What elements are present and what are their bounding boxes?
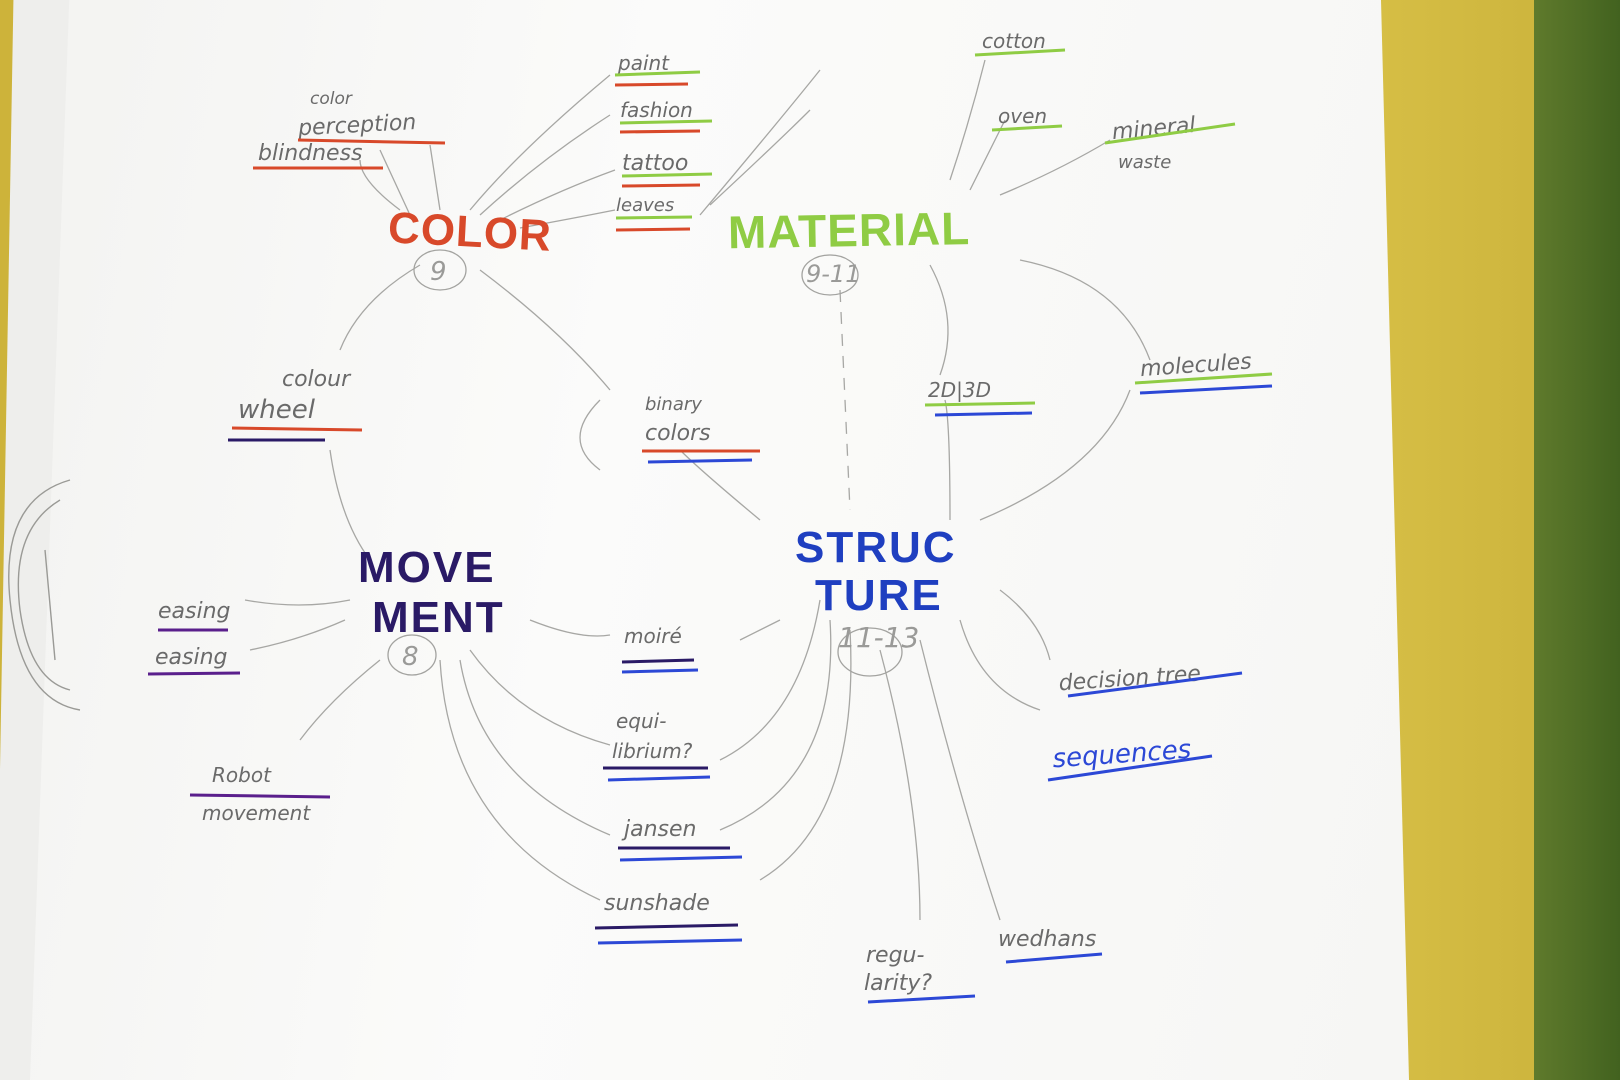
hub-material-number: 9-11: [806, 260, 860, 288]
node-fashion: fashion: [619, 98, 713, 134]
node-sunshade-text: sunshade: [604, 891, 710, 916]
node-2d-3d-text: 2D|3D: [928, 378, 991, 402]
node-wedhans: wedhans: [998, 927, 1103, 964]
node-paint: paint: [614, 51, 701, 87]
pencil-connectors: [244, 59, 1151, 921]
node-binary-colors-l1: binary: [645, 394, 702, 415]
node-easing-1-text: easing: [158, 599, 231, 624]
hub-color-number: 9: [430, 257, 447, 287]
node-color-wheel-l1: colour: [282, 367, 352, 392]
node-binary-colors-l2: colors: [645, 421, 711, 446]
node-moire-text: moiré: [624, 624, 682, 648]
node-color-perception-l2: perception: [296, 110, 416, 141]
node-oven-text: oven: [998, 104, 1047, 128]
node-regularity-l1: regu-: [866, 943, 924, 968]
node-robot-movement: Robot movement: [189, 763, 331, 825]
node-equilibrium: equi- librium?: [603, 709, 711, 782]
node-binary-colors: binary colors: [642, 394, 760, 464]
node-equilibrium-l1: equi-: [616, 709, 666, 733]
node-wedhans-text: wedhans: [998, 927, 1096, 952]
node-decision-tree: decision tree: [1058, 661, 1243, 698]
hub-structure-title-1: STRUC: [795, 523, 957, 572]
node-leaves: leaves: [615, 195, 693, 232]
green-mat: [1534, 0, 1620, 1080]
node-mineral-waste: mineral waste: [1104, 113, 1236, 173]
hub-movement: MOVE MENT 8: [358, 543, 505, 672]
hub-number-circles: [387, 249, 903, 677]
node-easing-2-text: easing: [155, 645, 228, 670]
node-color-perception: color perception: [296, 89, 446, 145]
node-mineral-waste-l2: waste: [1118, 152, 1171, 173]
node-sequences: sequences: [1047, 735, 1213, 782]
node-color-perception-l1: color: [310, 89, 353, 109]
node-color-wheel: colour wheel: [228, 367, 363, 442]
hub-movement-number: 8: [402, 642, 419, 672]
node-robot-movement-l1: Robot: [212, 763, 272, 787]
node-tattoo: tattoo: [621, 151, 713, 188]
left-sheet-sketch: [8, 479, 81, 711]
node-blindness-text: blindness: [258, 141, 363, 166]
node-cotton-text: cotton: [982, 29, 1046, 53]
hub-structure-title-2: TURE: [815, 571, 943, 620]
node-equilibrium-l2: librium?: [612, 739, 693, 763]
node-oven: oven: [991, 104, 1063, 132]
hub-structure: STRUC TURE 11-13: [795, 523, 957, 654]
node-fashion-text: fashion: [620, 98, 693, 122]
node-sunshade: sunshade: [594, 891, 743, 945]
node-molecules: molecules: [1134, 349, 1273, 395]
node-decision-tree-text: decision tree: [1058, 661, 1202, 696]
node-paint-text: paint: [617, 51, 670, 75]
hub-movement-title-1: MOVE: [358, 543, 496, 592]
node-easing-2: easing: [147, 645, 241, 676]
node-2d-3d: 2D|3D: [924, 378, 1036, 417]
node-jansen: jansen: [618, 817, 743, 862]
hub-material: MATERIAL 9-11: [728, 202, 971, 288]
node-blindness: blindness: [253, 141, 383, 170]
paper-sheet: [30, 0, 1409, 1080]
node-moire: moiré: [621, 624, 699, 674]
node-robot-movement-l2: movement: [202, 801, 311, 825]
node-tattoo-text: tattoo: [622, 151, 688, 176]
node-color-wheel-l2: wheel: [238, 395, 316, 425]
node-leaves-text: leaves: [616, 195, 674, 216]
hub-color: COLOR 9: [387, 203, 553, 287]
node-regularity: regu- larity?: [864, 943, 976, 1004]
node-regularity-l2: larity?: [864, 971, 932, 996]
node-jansen-text: jansen: [621, 817, 696, 842]
hub-movement-title-2: MENT: [372, 593, 505, 642]
hub-material-title: MATERIAL: [728, 202, 971, 258]
hub-color-title: COLOR: [387, 203, 553, 261]
hub-structure-number: 11-13: [838, 621, 919, 654]
node-cotton: cotton: [974, 29, 1066, 57]
node-easing-1: easing: [158, 599, 231, 632]
